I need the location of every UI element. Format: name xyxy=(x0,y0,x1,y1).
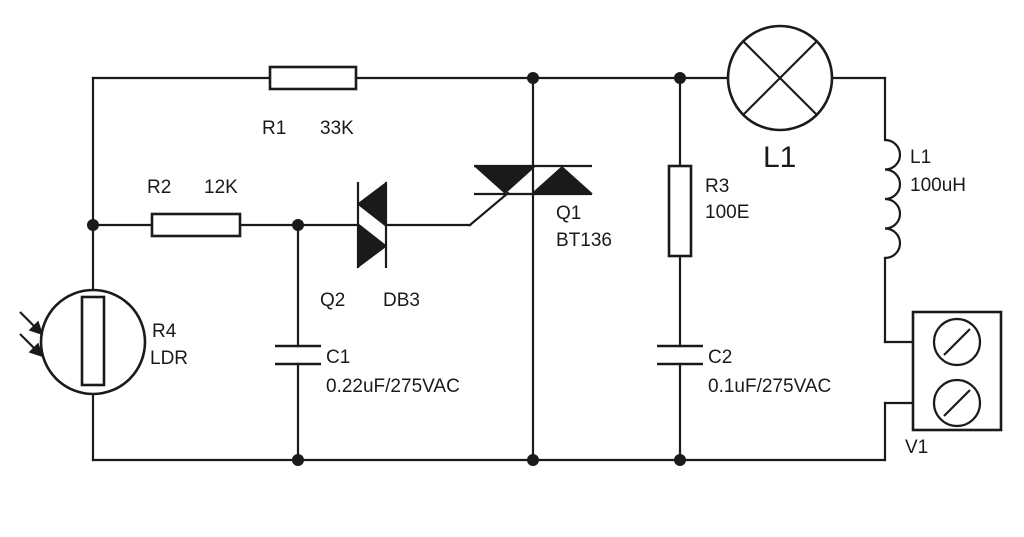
junction-dots xyxy=(87,72,686,466)
r1-value-label: 33K xyxy=(320,118,354,139)
capacitor-c2 xyxy=(657,344,703,366)
r2-value-label: 12K xyxy=(204,177,238,198)
q2-value-label: DB3 xyxy=(383,290,420,311)
q1-value-label: BT136 xyxy=(556,230,612,251)
r3-value-label: 100E xyxy=(705,202,749,223)
capacitor-c1 xyxy=(275,344,321,366)
ldr-r4 xyxy=(39,288,147,396)
v1-ref-label: V1 xyxy=(905,437,928,458)
inductor-ref-label: L1 xyxy=(910,147,931,168)
resistor-r3 xyxy=(667,164,693,258)
c1-value-label: 0.22uF/275VAC xyxy=(326,376,460,397)
q1-ref-label: Q1 xyxy=(556,203,581,224)
terminal-block-v1 xyxy=(911,310,1003,432)
c1-ref-label: C1 xyxy=(326,347,350,368)
r4-ref-label: R4 xyxy=(152,321,177,342)
r1-ref-label: R1 xyxy=(262,118,286,139)
diac-q2 xyxy=(356,181,388,269)
resistor-r2 xyxy=(150,212,242,238)
q2-ref-label: Q2 xyxy=(320,290,345,311)
inductor-l1 xyxy=(884,138,902,260)
r3-ref-label: R3 xyxy=(705,176,729,197)
light-arrows-icon xyxy=(19,311,44,358)
inductor-value-label: 100uH xyxy=(910,175,966,196)
wires xyxy=(91,76,915,462)
c2-ref-label: C2 xyxy=(708,347,732,368)
resistor-r1 xyxy=(268,65,358,91)
c2-value-label: 0.1uF/275VAC xyxy=(708,376,831,397)
lamp-icon xyxy=(726,24,834,132)
triac-q1 xyxy=(474,164,593,196)
r4-value-label: LDR xyxy=(150,348,188,369)
lamp-ref-label: L1 xyxy=(763,141,796,174)
r2-ref-label: R2 xyxy=(147,177,171,198)
